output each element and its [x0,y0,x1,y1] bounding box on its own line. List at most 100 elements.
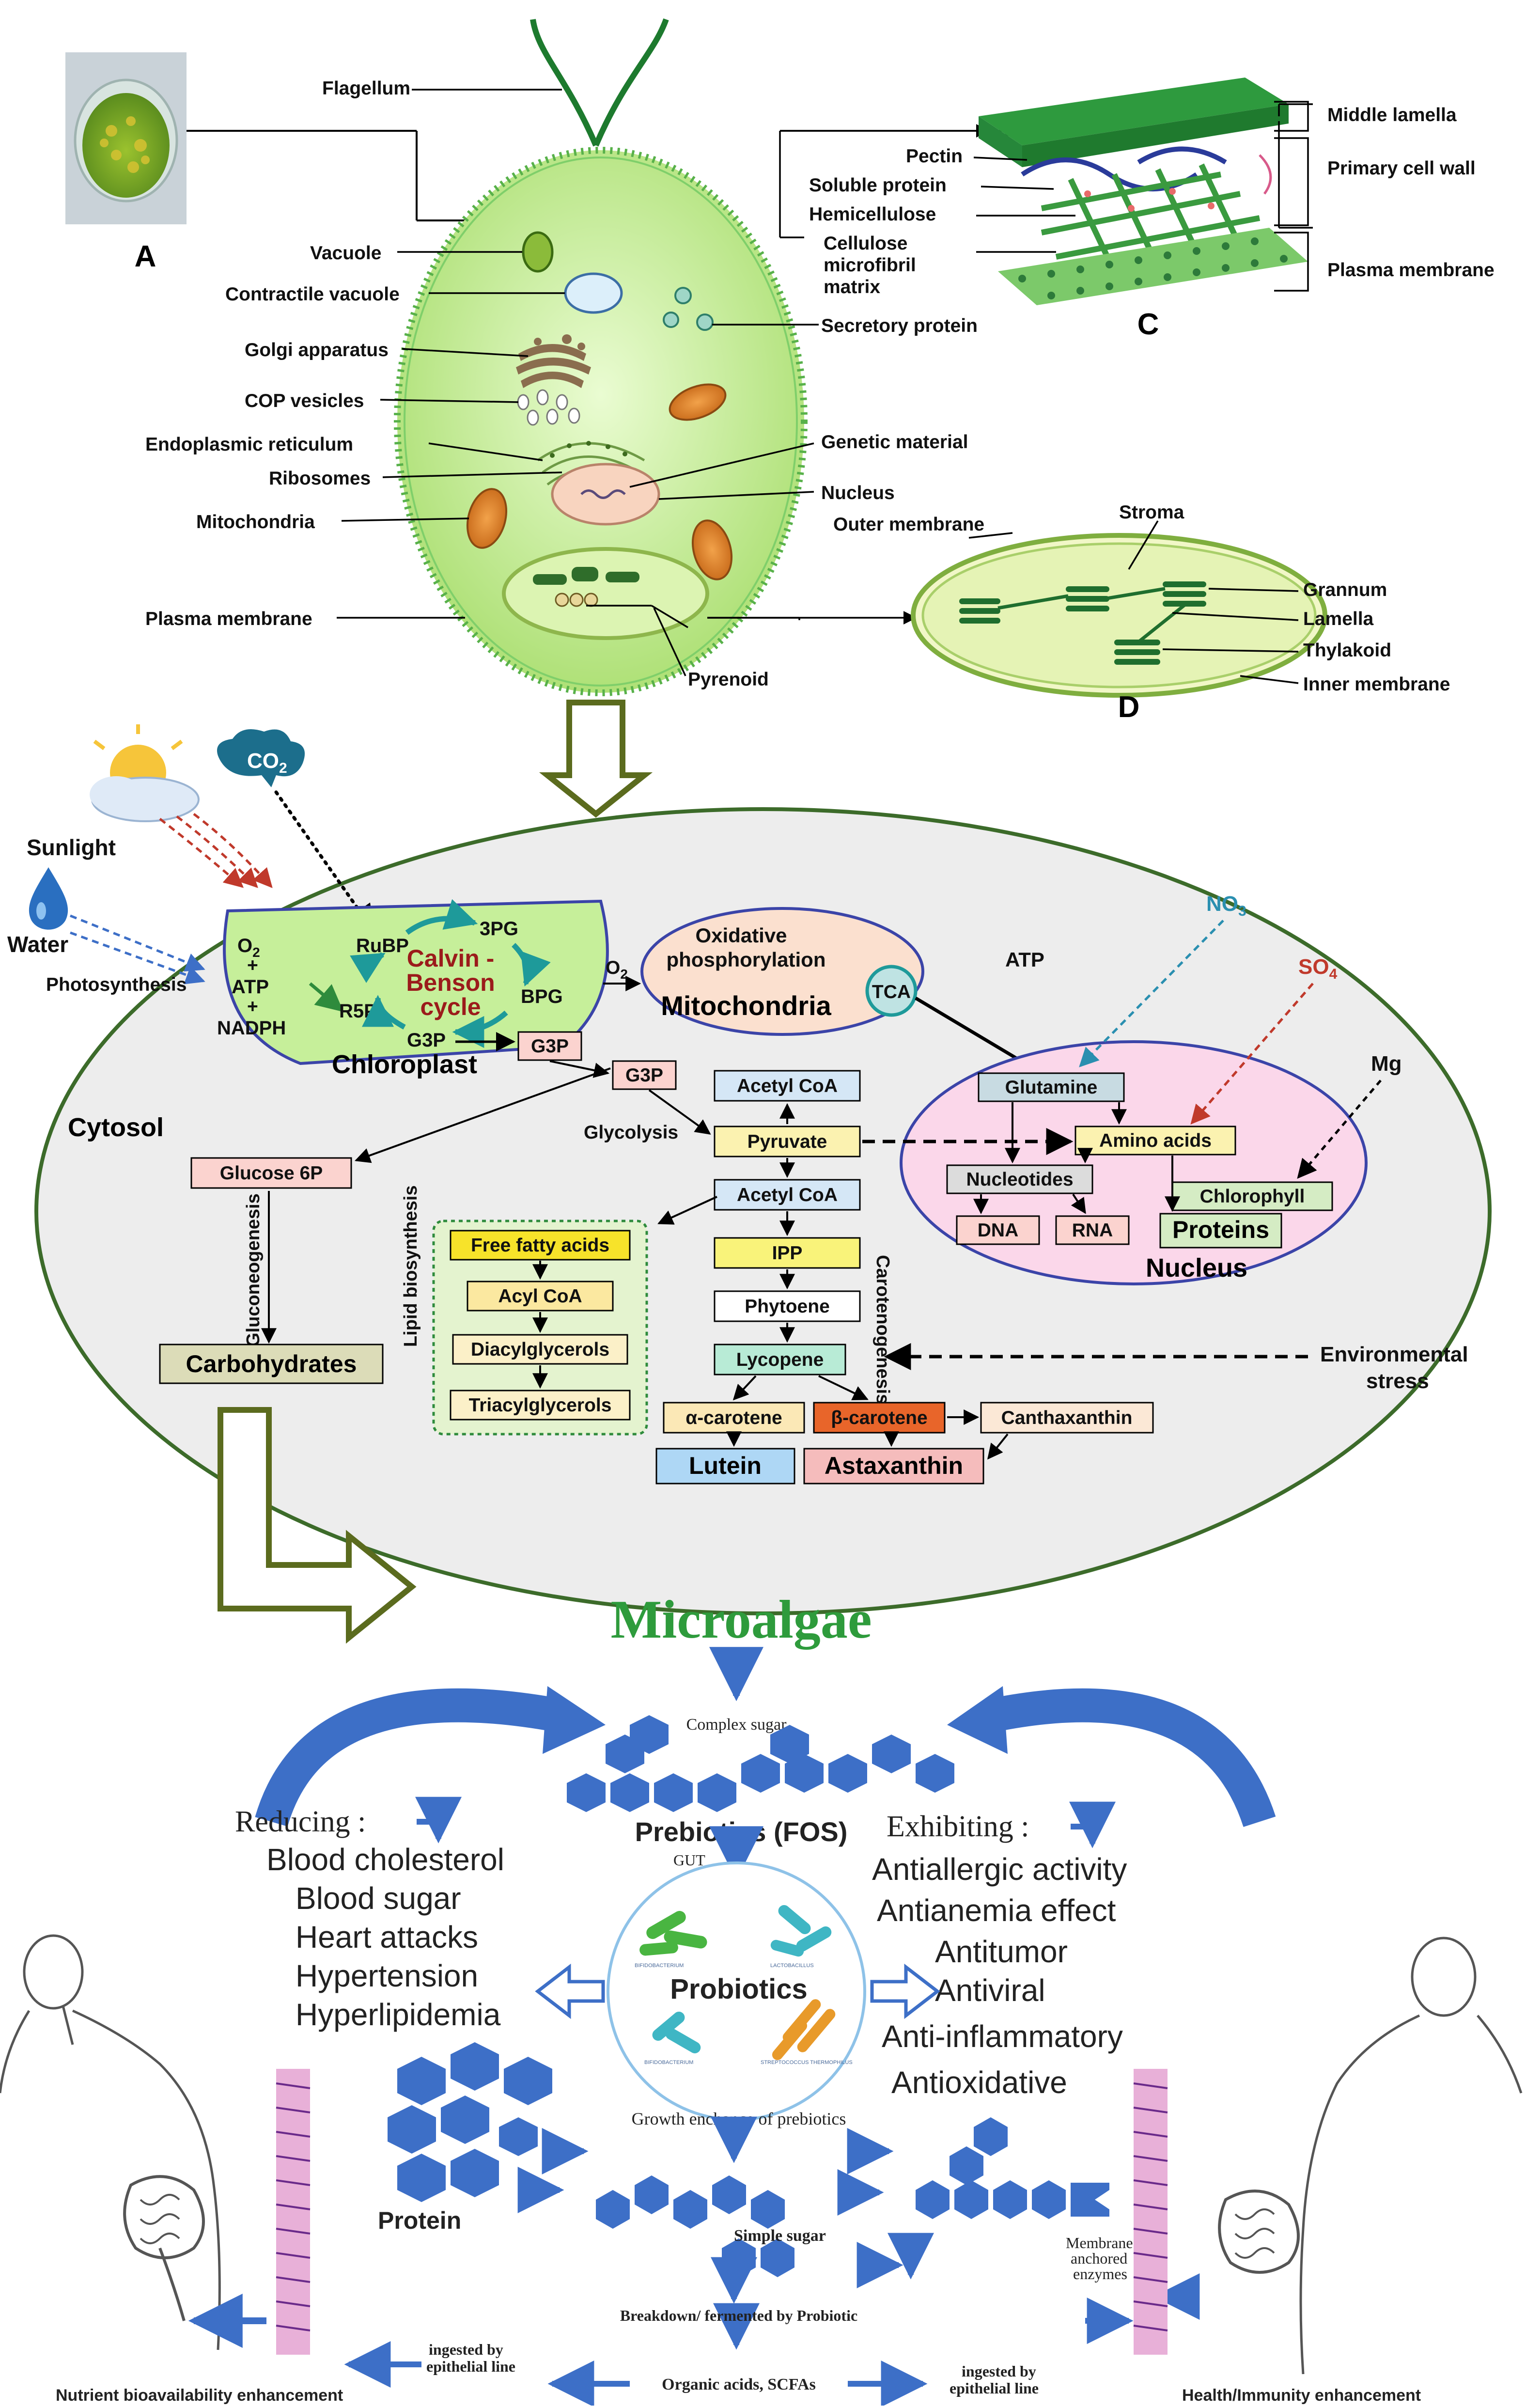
box-glucose-6p [190,1157,352,1189]
left-intestine-icon [123,2175,205,2321]
growth-label: Growth enchance of prebiotics [632,2109,846,2128]
co2-cloud-icon [217,729,305,787]
simple-sugar-chain [596,2175,794,2277]
label-gluconeogenesis: Gluconeogenesis [243,1193,264,1347]
chloroplast-title: Chloroplast [332,1050,477,1079]
proteins: Proteins [1172,1216,1269,1243]
exhibiting-item: Antiallergic activity [872,1852,1127,1887]
chloro-bpg: BPG [521,986,563,1007]
tca-label: TCA [872,982,911,1002]
flagellum-right [593,18,669,147]
complex-sugar-label: Complex sugar [686,1716,787,1734]
label-genetic: Genetic material [821,432,968,453]
label-nucleus: Nucleus [821,483,895,503]
secretory-vesicles [663,287,714,331]
g3p-1-label: G3P [531,1036,569,1057]
mitochondria-shapes [466,383,733,580]
arrow-cell-to-metabolism [539,700,653,818]
ingested-left-1: ingested by [429,2341,503,2358]
ingested-right-2: epithelial line [950,2379,1039,2397]
membrane-enzyme-chain [916,2117,1109,2219]
nucleotides: Nucleotides [966,1169,1073,1190]
box-ffa [450,1230,631,1261]
label-plasma-membrane-c: Plasma membrane [1327,260,1495,281]
exhibiting-item: Anti-inflammatory [882,2019,1123,2054]
box-dag [452,1334,628,1365]
chlorophyll: Chlorophyll [1200,1186,1305,1207]
label-thylakoid: Thylakoid [1303,640,1391,661]
env-stress-line1: Environmental [1320,1343,1468,1366]
exhibiting-item: Antioxidative [891,2065,1067,2100]
nucleus-title: Nucleus [1146,1253,1247,1282]
so4-label: SO4 [1298,955,1338,982]
label-cellulose: Cellulose [824,233,907,254]
complex-sugar-chain [567,1715,954,1812]
arrow-to-exhibiting [870,1963,940,2019]
arrow-to-reducing [535,1963,605,2019]
sun-cloud-icon [90,724,200,822]
label-matrix: matrix [824,277,880,297]
mg-label: Mg [1371,1052,1402,1076]
box-g3p-2 [612,1060,677,1090]
panel-d-letter: D [1118,690,1140,724]
water-drop-icon [29,867,68,930]
label-er: Endoplasmic reticulum [145,434,353,455]
nucleus-compartment [900,1040,1368,1285]
triacylglycerols: Triacylglycerols [469,1395,612,1416]
label-glycolysis: Glycolysis [584,1122,678,1143]
pyruvate: Pyruvate [747,1131,827,1152]
chloro-atp: ATP [232,976,269,998]
tca-cycle-icon [865,965,918,1017]
label-co2: CO2 [247,749,287,776]
label-water: Water [7,932,68,957]
reducing-heading: Reducing : [235,1805,366,1838]
left-curved-arrow [255,1688,561,1827]
label-hemicellulose: Hemicellulose [809,204,936,225]
inner-membrane-shape [921,542,1317,688]
simple-sugar-label: Simple sugar [734,2227,826,2245]
gut-label: GUT [673,1851,705,1869]
pyrenoid-shape [555,593,598,607]
panel-a-letter: A [135,240,156,273]
cytosol-label: Cytosol [68,1113,164,1142]
prebiotics-label: Prebiotics (FOS) [635,1816,848,1847]
carbohydrates: Carbohydrates [186,1350,357,1377]
microalgae-title: Microalgae [610,1590,872,1650]
immunity-enhancement-label: Health/Immunity enhancement [1182,2386,1421,2405]
label-lipid-biosynthesis: Lipid biosynthesis [401,1185,421,1347]
label-golgi: Golgi apparatus [245,340,389,360]
label-inner-membrane: Inner membrane [1303,674,1450,695]
label-lamella: Lamella [1303,609,1374,629]
box-rna [1055,1215,1130,1245]
box-chlorophyll [1171,1181,1333,1211]
calvin-line2: Benson [406,969,495,996]
beta-carotene: β-carotene [831,1407,927,1428]
canthaxanthin: Canthaxanthin [1001,1407,1133,1428]
label-photosynthesis: Photosynthesis [46,974,187,995]
amino-acids: Amino acids [1099,1130,1212,1151]
health-panel: Microalgae Complex sugar Prebiotics (FOS… [0,1590,1523,2407]
panel-b-cell: Flagellum Vacuole Contractile vacuole Go… [145,18,1017,748]
mito-title: Mitochondria [661,990,831,1021]
left-epithelial-strip [276,2069,310,2355]
probiotics-label: Probiotics [670,1973,808,2005]
membrane-line2: anchored [1071,2250,1127,2267]
exhibiting-item: Antianemia effect [877,1893,1116,1928]
glutamine: Glutamine [1005,1077,1098,1098]
label-ribosomes: Ribosomes [269,468,371,489]
label-pyrenoid: Pyrenoid [688,669,769,690]
box-dna [956,1215,1040,1245]
ingested-left-2: epithelial line [426,2358,515,2375]
nucleus-shape [551,463,660,526]
membrane-line1: Membrane [1066,2234,1133,2252]
breakdown-label: Breakdown/ fermented by Probiotic [620,2307,857,2324]
plasma-membrane-shape [404,156,798,687]
bracket-middle-lamella [1274,101,1309,132]
bacteria-name: BIFIDOBACTERIUM [635,1963,684,1969]
label-microfibril: microfibril [824,255,916,276]
chloro-o2: O2 [237,935,260,960]
protein-cluster [388,2042,552,2202]
mito-ox1: Oxidative [695,924,787,947]
contractile-vacuole-shape [564,272,623,314]
